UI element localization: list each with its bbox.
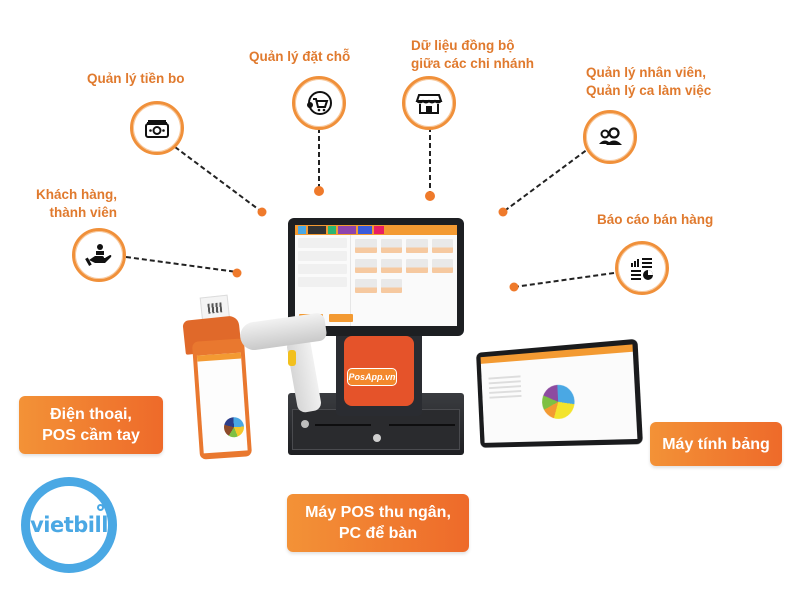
- feature-label-staff: Quản lý nhân viên, Quản lý ca làm việc: [586, 65, 712, 98]
- device-label-pos: Máy POS thu ngân, PC để bàn: [287, 494, 469, 552]
- tablet-device: [476, 338, 643, 448]
- pie-chart-graphic: [223, 416, 245, 438]
- feature-label-customers: Khách hàng, thành viên: [36, 187, 118, 220]
- pos-screen: [295, 225, 457, 326]
- connector-dot: [257, 207, 267, 217]
- feature-label-reports: Báo cáo bán hàng: [597, 212, 714, 227]
- feature-sync-circle: [402, 76, 456, 130]
- connector-dot: [509, 282, 519, 292]
- cart-icon: [307, 91, 332, 115]
- feature-label-tips: Quản lý tiền bo: [87, 71, 185, 86]
- feature-staff-circle: [583, 110, 637, 164]
- pos-stand: PosApp.vn: [336, 326, 422, 416]
- device-label-tablet: Máy tính bảng: [650, 422, 782, 466]
- feature-label-booking: Quản lý đặt chỗ: [249, 49, 351, 64]
- connector-dot: [232, 268, 242, 278]
- feature-label-sync: Dữ liệu đồng bộ giữa các chi nhánh: [411, 38, 535, 71]
- store-icon: [415, 94, 443, 114]
- scanner-trigger: [288, 350, 296, 366]
- logo-text: vietbill: [30, 513, 108, 537]
- pos-monitor: [288, 218, 464, 336]
- feature-customers-circle: [72, 228, 126, 282]
- vietbill-logo: vietbill: [21, 477, 117, 573]
- feature-tips-circle: [130, 101, 184, 155]
- feature-reports-circle: [615, 241, 669, 295]
- lock-icon: [373, 434, 381, 442]
- feature-booking-circle: [292, 76, 346, 130]
- connector-dot: [314, 186, 324, 196]
- barcode-scanner: [238, 312, 328, 352]
- connector-dot: [425, 191, 435, 201]
- users-icon: [599, 127, 622, 145]
- customer-care-icon: [85, 244, 112, 266]
- handheld-pos-device: [191, 338, 253, 460]
- connector-dot: [498, 207, 508, 217]
- pie-chart-graphic: [541, 383, 576, 420]
- device-label-handheld: Điện thoại, POS cầm tay: [19, 396, 163, 454]
- hp-logo-icon: [301, 420, 309, 428]
- pos-brand-badge: PosApp.vn: [347, 368, 397, 386]
- report-icon: [631, 258, 653, 280]
- cash-icon: [145, 120, 169, 138]
